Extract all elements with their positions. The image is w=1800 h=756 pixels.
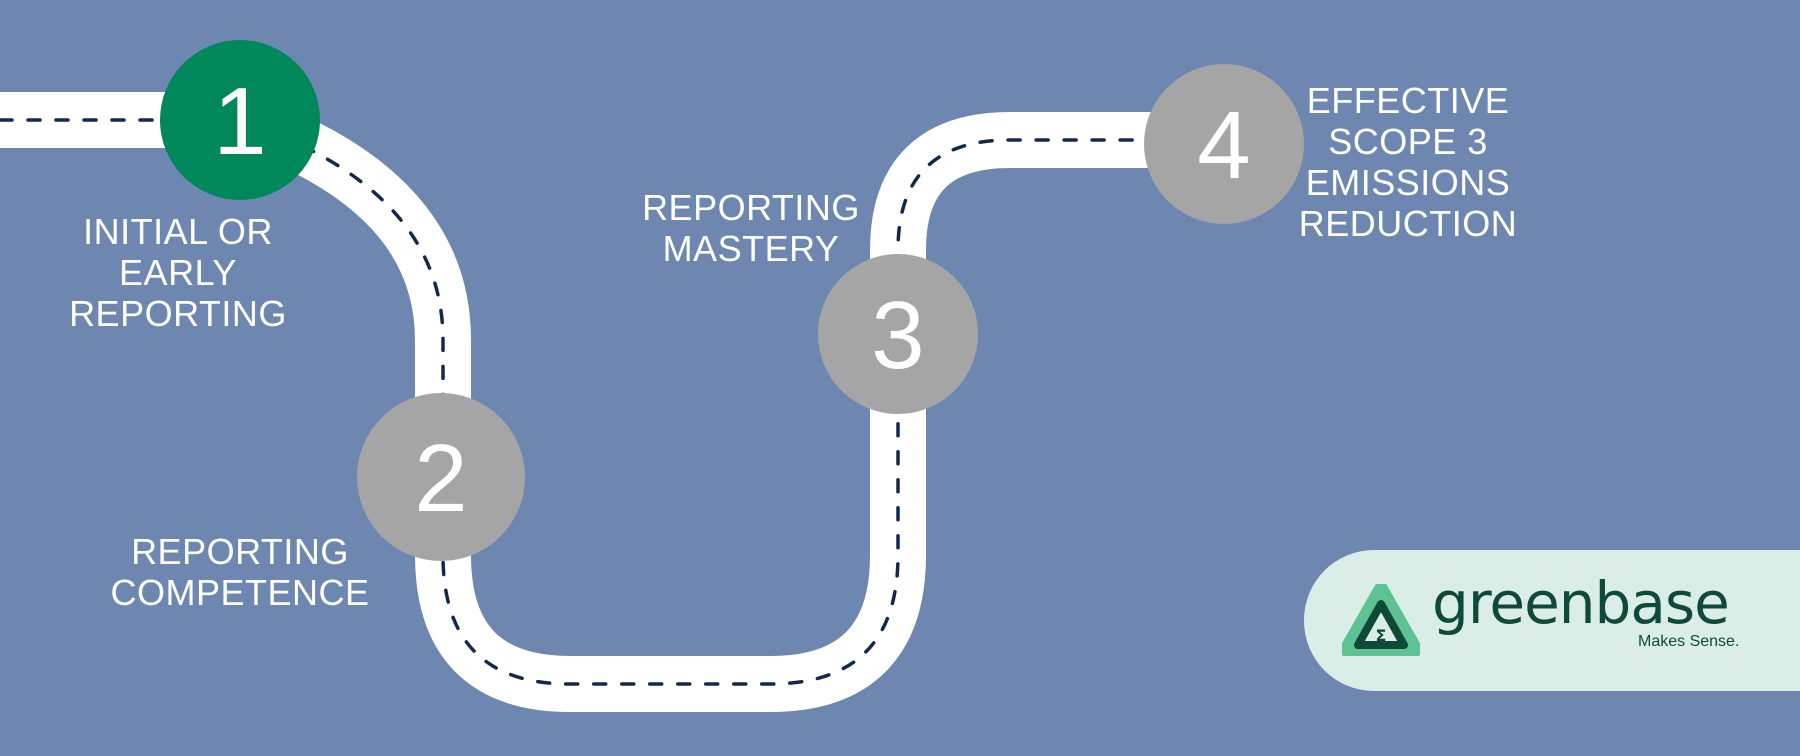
step-2-number: 2 xyxy=(414,425,467,532)
greenbase-logo: Σ greenbase Makes Sense. xyxy=(1304,550,1800,691)
logo-wordmark: greenbase xyxy=(1432,569,1730,637)
step-4-circle xyxy=(1144,64,1304,224)
step-2-label: REPORTING COMPETENCE xyxy=(90,531,390,613)
step-1-circle xyxy=(160,40,320,200)
step-1-label-line: INITIAL OR xyxy=(83,211,273,252)
road xyxy=(0,92,1224,712)
road-center-dashes xyxy=(0,118,1224,686)
step-1-number: 1 xyxy=(213,68,266,175)
step-1-label: INITIAL OR EARLY REPORTING xyxy=(48,211,308,334)
logo-sigma: Σ xyxy=(1376,626,1387,645)
step-1-label-line: REPORTING xyxy=(69,293,287,334)
step-3-label-line: REPORTING xyxy=(642,187,860,228)
step-3-number: 3 xyxy=(871,282,924,389)
step-4-marker: 4 xyxy=(1144,64,1304,224)
step-4-label: EFFECTIVE SCOPE 3 EMISSIONS REDUCTION xyxy=(1278,80,1538,244)
step-4-label-line: REDUCTION xyxy=(1298,203,1518,244)
step-4-label-line: SCOPE 3 xyxy=(1328,121,1488,162)
greenbase-triangle-sigma-icon: Σ xyxy=(1342,584,1420,656)
step-2-label-line: COMPETENCE xyxy=(110,572,370,613)
step-4-number: 4 xyxy=(1197,92,1250,199)
step-3-label-line: MASTERY xyxy=(662,228,840,269)
step-3-label: REPORTING MASTERY xyxy=(621,187,881,269)
step-4-label-line: EFFECTIVE xyxy=(1306,80,1510,121)
step-2-circle xyxy=(357,393,525,561)
step-2-label-line: REPORTING xyxy=(131,531,349,572)
step-4-label-line: EMISSIONS xyxy=(1305,162,1511,203)
step-1-label-line: EARLY xyxy=(119,252,237,293)
logo-tagline: Makes Sense. xyxy=(1638,633,1740,650)
step-2-marker: 2 xyxy=(357,393,525,561)
step-1-marker: 1 xyxy=(160,40,320,200)
step-3-marker: 3 xyxy=(818,254,978,414)
step-3-circle xyxy=(818,254,978,414)
